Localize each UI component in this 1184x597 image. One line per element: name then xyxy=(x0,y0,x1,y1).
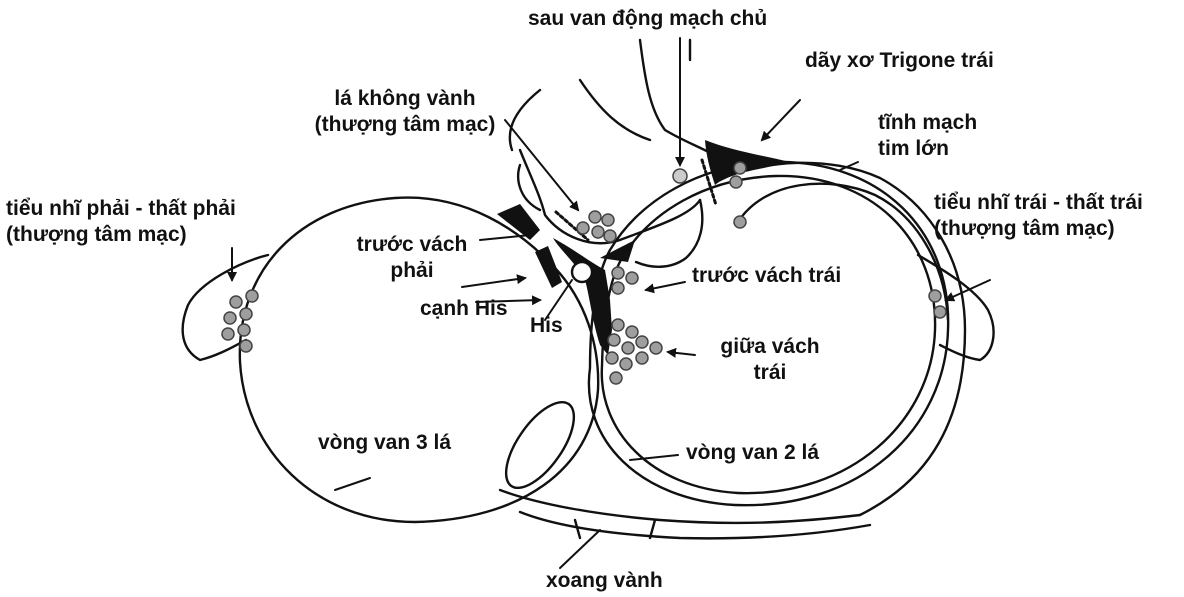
label-line: lá không vành xyxy=(300,86,510,112)
label-xoang-vanh: xoang vành xyxy=(546,568,663,594)
label-sau-van-dong-mach-chu: sau van động mạch chủ xyxy=(528,6,767,32)
label-giua-vach-trai: giữa vách trái xyxy=(700,334,840,386)
label-tieu-nhi-trai: tiểu nhĩ trái - thất trái (thượng tâm mạ… xyxy=(934,190,1143,242)
label-vong-van-3-la: vòng van 3 lá xyxy=(318,430,451,456)
label-line: (thượng tâm mạc) xyxy=(300,112,510,138)
label-line: phải xyxy=(342,258,482,284)
label-day-xo-trigone-trai: dãy xơ Trigone trái xyxy=(805,48,994,74)
label-line: (thượng tâm mạc) xyxy=(6,222,236,248)
label-line: tĩnh mạch xyxy=(878,110,977,136)
label-la-khong-vanh: lá không vành (thượng tâm mạc) xyxy=(300,86,510,138)
label-tieu-nhi-phai: tiểu nhĩ phải - thất phải (thượng tâm mạ… xyxy=(6,196,236,248)
label-tinh-mach-tim-lon: tĩnh mạch tim lớn xyxy=(878,110,977,162)
label-line: giữa vách xyxy=(700,334,840,360)
label-truoc-vach-trai: trước vách trái xyxy=(692,263,841,289)
label-his: His xyxy=(530,313,563,339)
coronary-sinus-ostium xyxy=(493,391,586,498)
label-line: trước vách xyxy=(342,232,482,258)
right-atrial-appendage xyxy=(183,255,268,360)
aortic-root xyxy=(520,150,700,243)
his-bundle xyxy=(572,262,592,282)
label-vong-van-2-la: vòng van 2 lá xyxy=(686,440,819,466)
label-canh-his: cạnh His xyxy=(420,296,508,322)
label-line: tiểu nhĩ trái - thất trái xyxy=(934,190,1143,216)
aortic-valve-dot xyxy=(673,169,687,183)
label-line: tiểu nhĩ phải - thất phải xyxy=(6,196,236,222)
label-line: trái xyxy=(700,360,840,386)
label-line: (thượng tâm mạc) xyxy=(934,216,1143,242)
label-line: tim lớn xyxy=(878,136,977,162)
label-truoc-vach-phai: trước vách phải xyxy=(342,232,482,284)
